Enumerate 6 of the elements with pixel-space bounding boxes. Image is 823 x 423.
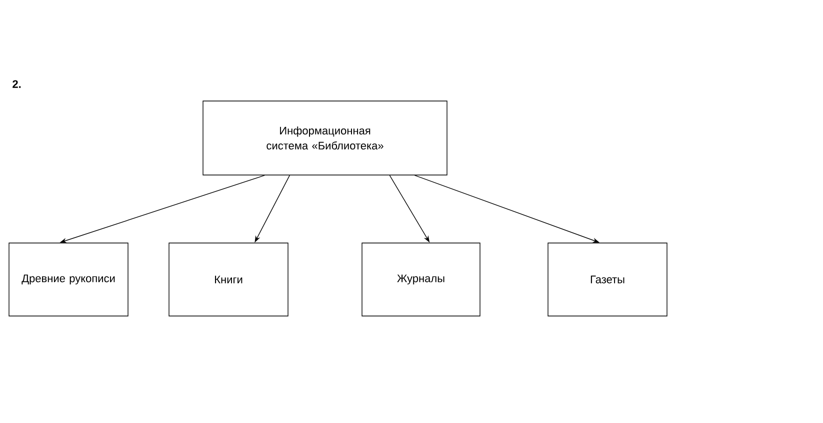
item-number: 2. xyxy=(12,80,21,88)
box: Книги xyxy=(168,242,288,316)
box: Древние рукописи xyxy=(8,242,128,316)
box: Газеты xyxy=(548,242,668,316)
box: Информационная система «Библиотека» xyxy=(202,100,448,176)
box: Журналы xyxy=(362,242,480,316)
